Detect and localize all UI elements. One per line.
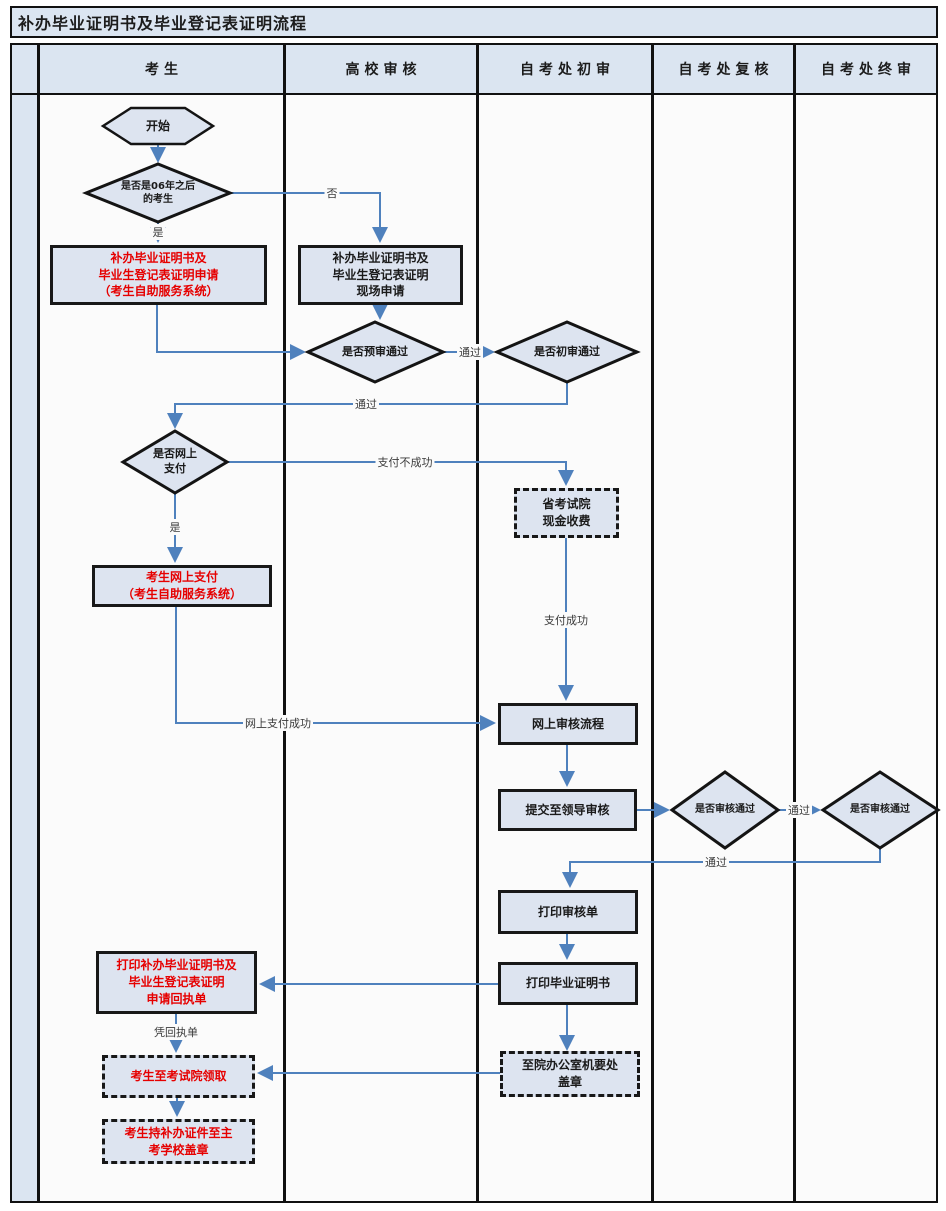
lane-header-first-review: 自考处初审 bbox=[520, 62, 615, 78]
node-school-seal: 考生持补办证件至主 考学校盖章 bbox=[102, 1119, 255, 1164]
node-print-receipt: 打印补办毕业证明书及 毕业生登记表证明 申请回执单 bbox=[96, 951, 257, 1014]
edge-label-pass: 通过 bbox=[457, 344, 483, 360]
lane-header-recheck: 自考处复核 bbox=[678, 62, 774, 78]
lane-header-row bbox=[12, 45, 936, 93]
edge-label-pass: 通过 bbox=[786, 802, 812, 818]
node-pickup: 考生至考试院领取 bbox=[102, 1055, 255, 1098]
node-pay-online: 考生网上支付 （考生自助服务系统） bbox=[92, 565, 272, 607]
header-divider bbox=[12, 93, 936, 95]
lane-border bbox=[651, 45, 654, 1201]
left-strip bbox=[12, 45, 38, 1201]
lane-header-final: 自考处终审 bbox=[821, 62, 916, 78]
node-cash-pay: 省考试院 现金收费 bbox=[514, 488, 619, 538]
node-office-seal: 至院办公室机要处 盖章 bbox=[500, 1051, 640, 1097]
node-print-certificate: 打印毕业证明书 bbox=[498, 962, 638, 1005]
edge-label-yes: 是 bbox=[150, 224, 166, 240]
edge-label-pay-success: 支付成功 bbox=[542, 612, 590, 628]
edge-label-pay-fail: 支付不成功 bbox=[375, 454, 435, 470]
edge-label-pass: 通过 bbox=[353, 396, 379, 412]
edge-label-with-receipt: 凭回执单 bbox=[152, 1024, 200, 1040]
swimlane-frame bbox=[10, 43, 938, 1203]
lane-border bbox=[476, 45, 479, 1201]
edge-label-pass: 通过 bbox=[703, 854, 729, 870]
lane-border bbox=[37, 45, 40, 1201]
edge-label-online-pay-success: 网上支付成功 bbox=[243, 715, 313, 731]
node-online-review: 网上审核流程 bbox=[498, 703, 638, 745]
edge-label-no: 否 bbox=[324, 185, 340, 201]
lane-border bbox=[793, 45, 796, 1201]
node-print-review-form: 打印审核单 bbox=[498, 890, 638, 934]
node-submit-leader: 提交至领导审核 bbox=[498, 789, 637, 831]
page-title: 补办毕业证明书及毕业登记表证明流程 bbox=[10, 6, 938, 38]
node-apply-online: 补办毕业证明书及 毕业生登记表证明申请 （考生自助服务系统） bbox=[50, 245, 267, 305]
edge-label-yes: 是 bbox=[167, 519, 183, 535]
lane-header-university: 高校审核 bbox=[345, 62, 422, 78]
node-apply-onsite: 补办毕业证明书及 毕业生登记表证明 现场申请 bbox=[298, 245, 463, 305]
lane-border bbox=[283, 45, 286, 1201]
lane-header-candidate: 考生 bbox=[145, 62, 183, 78]
